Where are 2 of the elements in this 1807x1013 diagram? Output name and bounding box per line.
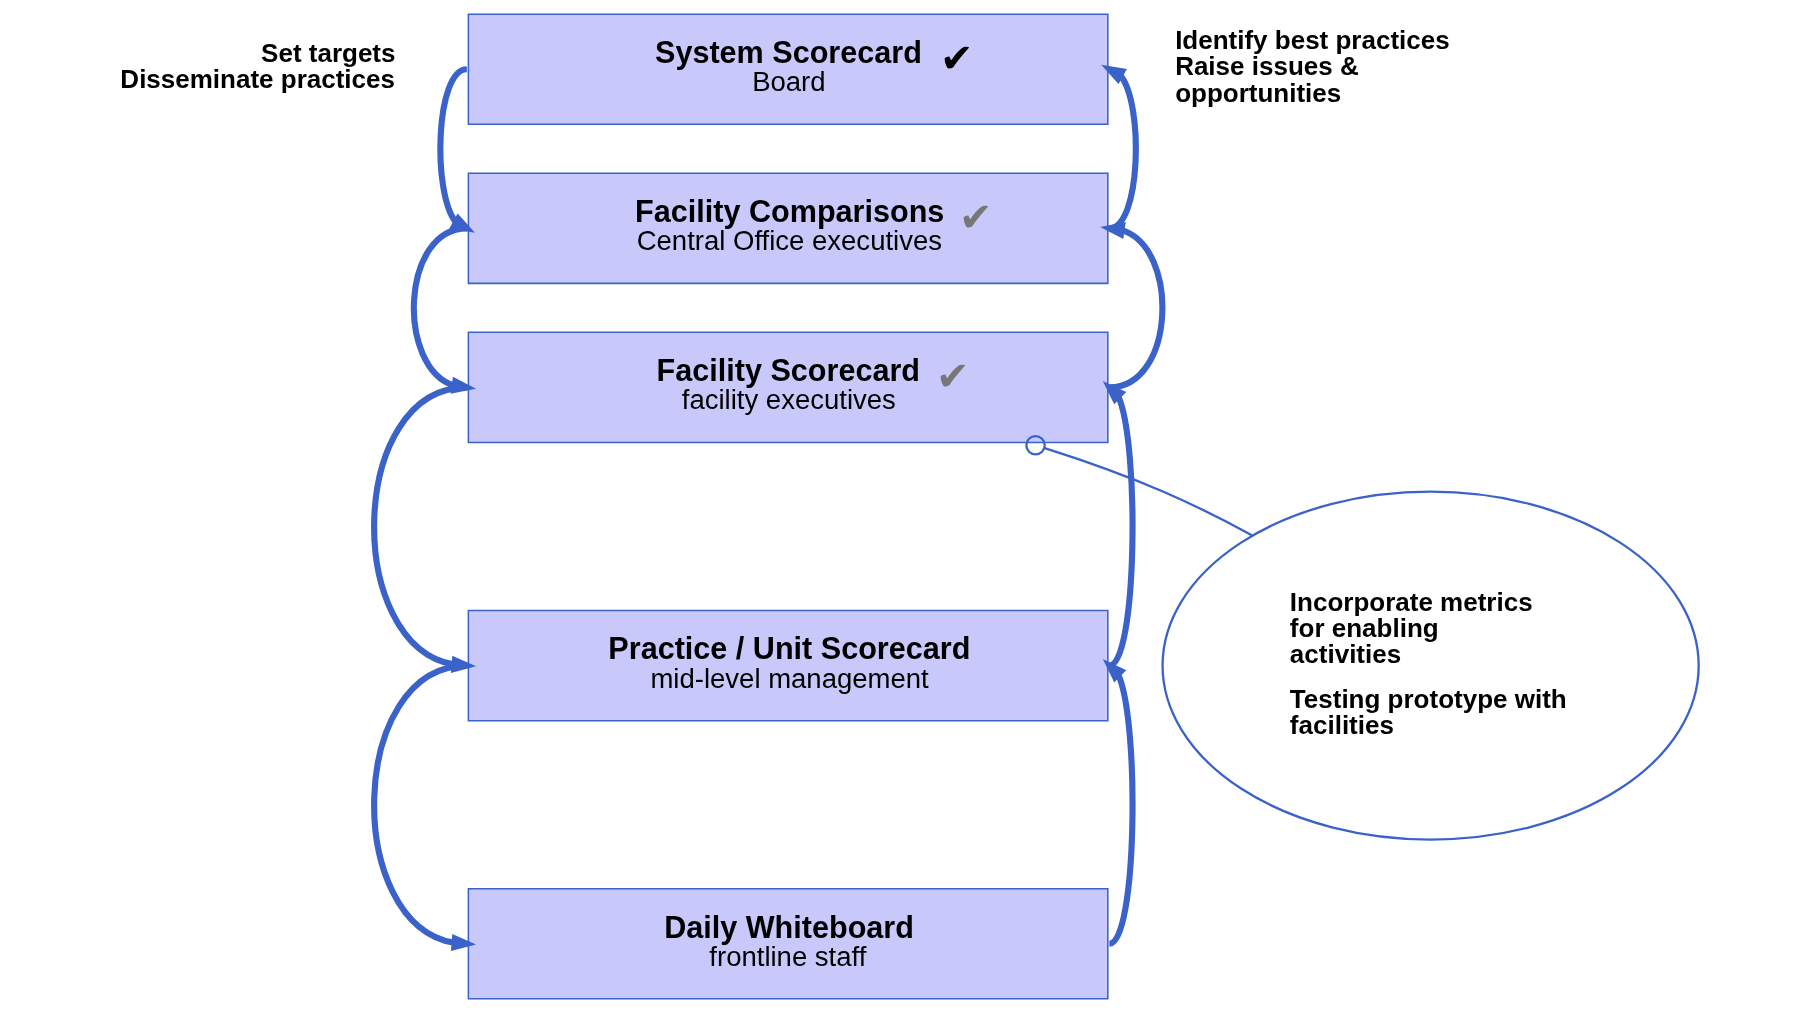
label: Set targets	[261, 38, 396, 69]
label: Identify best practices	[1175, 25, 1450, 56]
